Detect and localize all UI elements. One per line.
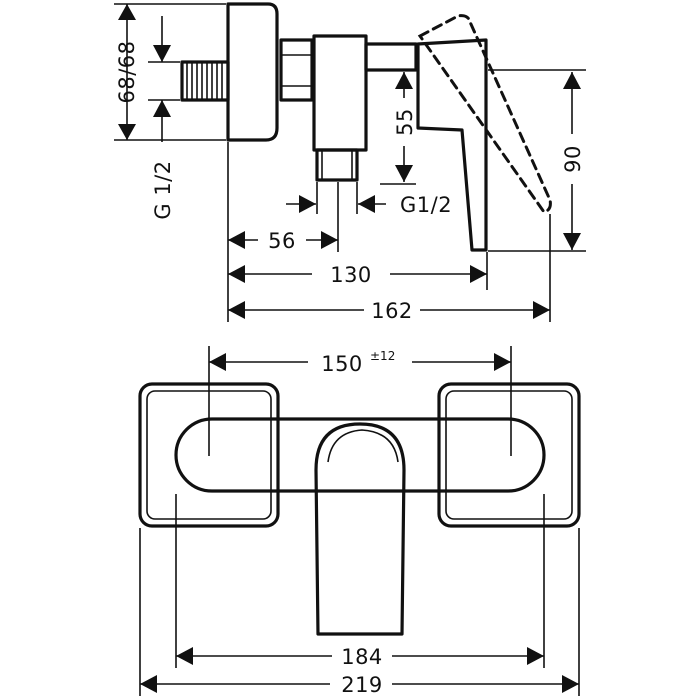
outlet-nipple xyxy=(315,148,359,182)
dimension-150-tolerance: ±12 xyxy=(370,349,395,363)
dimension-150-label: 150 xyxy=(321,352,363,376)
dimension-56-label: 56 xyxy=(268,229,296,253)
front-view: 150 ±12 184 219 xyxy=(138,346,581,697)
right-wall-plate xyxy=(437,382,581,528)
front-extension-lines xyxy=(139,346,580,696)
connecting-nut xyxy=(279,38,314,102)
dimension-219: 219 xyxy=(140,673,579,697)
lever-handle xyxy=(416,38,488,252)
dimension-150: 150 ±12 xyxy=(209,349,511,376)
lever-handle-front xyxy=(314,422,406,636)
side-view: 68/68 G 1/2 55 90 xyxy=(114,2,586,323)
dimension-g12-horizontal-label: G1/2 xyxy=(400,193,452,217)
dimension-55: 55 xyxy=(393,72,417,182)
dimension-g12-horizontal: G1/2 xyxy=(286,193,452,217)
dimension-184-label: 184 xyxy=(341,645,383,669)
lever-handle-open-position xyxy=(417,14,552,214)
mixer-body xyxy=(174,417,546,493)
dimension-55-label: 55 xyxy=(393,108,417,136)
threaded-inlet xyxy=(180,60,230,102)
dimension-184: 184 xyxy=(176,645,544,669)
dimension-68: 68/68 xyxy=(115,4,139,140)
dimension-90: 90 xyxy=(561,72,585,250)
dimension-219-label: 219 xyxy=(341,673,383,697)
wall-escutcheon xyxy=(226,2,279,142)
dimension-56: 56 xyxy=(228,229,338,253)
dimension-90-label: 90 xyxy=(561,145,585,173)
dimension-162-label: 162 xyxy=(371,299,413,323)
dimension-g12-vertical-label: G 1/2 xyxy=(151,160,175,219)
dimension-130-label: 130 xyxy=(330,263,372,287)
dimension-162: 162 xyxy=(228,299,550,323)
dimension-130: 130 xyxy=(228,263,487,287)
dimension-68-label: 68/68 xyxy=(115,40,139,103)
side-extension-lines xyxy=(114,3,586,322)
dimension-g12-vertical: G 1/2 xyxy=(151,16,175,220)
